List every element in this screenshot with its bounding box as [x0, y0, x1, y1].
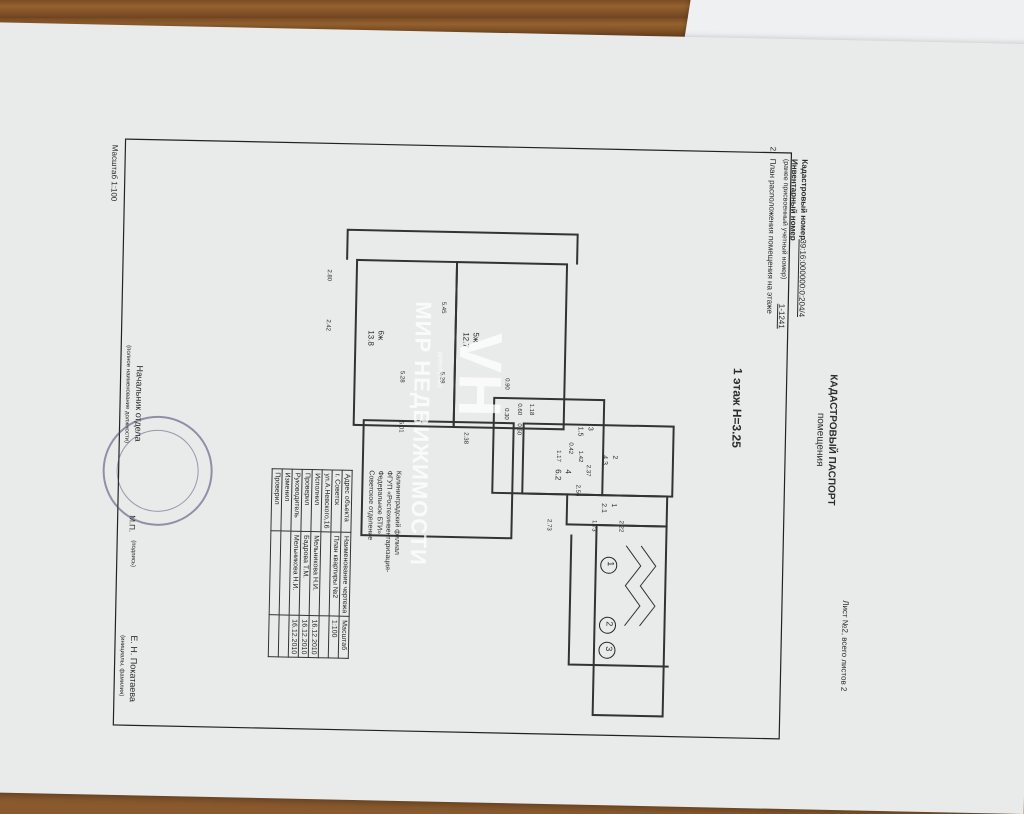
stair-hatch: [624, 545, 657, 627]
room-1-area: 2.1: [599, 503, 608, 513]
watermark-text: МИР НЕДВИЖИМОСТИ: [405, 301, 437, 567]
table-cell: Адрес объекта: [340, 470, 353, 533]
dim: 5.01: [397, 420, 404, 433]
table-cell: 1:100: [328, 616, 340, 659]
room-3-num: 3: [586, 426, 594, 431]
cadastral-label: Кадастровый номер: [798, 159, 810, 241]
room-1-num: 1: [609, 503, 618, 508]
table-cell: 16.12.2010: [288, 615, 300, 658]
dim: 1.18: [527, 403, 535, 416]
inventory-label: Инвентарный номер: [788, 158, 800, 241]
dim: 2.42: [324, 319, 331, 332]
table-cell: Изменил: [280, 468, 293, 532]
room-4-num: 4: [563, 469, 573, 474]
table-cell: [269, 530, 281, 616]
room-2-area: 4.3: [600, 455, 609, 465]
room-6-area: 13.8: [366, 330, 376, 346]
table-cell: Наименование чертежа: [339, 532, 351, 617]
inventory-number: 1-1241: [776, 303, 787, 329]
dim: 0.42: [567, 442, 574, 455]
frame-border: [112, 138, 793, 740]
circle-label-2: 2: [604, 621, 615, 627]
table-cell: 16.12.2010: [308, 615, 320, 659]
table-cell: План квартиры №2: [329, 532, 341, 617]
dim: 2.22: [617, 520, 624, 533]
table-cell: Руководитель: [290, 469, 303, 532]
room-4-outline: [360, 419, 515, 540]
table-cell: Масштаб: [338, 616, 350, 659]
room-2-outline: [521, 422, 675, 498]
section-number: 2.: [768, 146, 778, 154]
table-cell: г. Советск: [330, 469, 343, 533]
watermark-small: агентство: [435, 351, 446, 388]
name-note: (инициалы, фамилия): [117, 635, 126, 697]
floor-plan-drawing: [112, 138, 793, 740]
table-cell: [268, 615, 280, 658]
org-block: Калининградский филиал ФГУП «Ростехинвен…: [365, 470, 403, 572]
table-cell: Исполнил: [310, 469, 323, 532]
table-cell: Бадрова Т.М.: [299, 531, 311, 616]
floor-label: 1 этаж Н=3.25: [729, 367, 745, 448]
dim: 0.60: [515, 423, 522, 436]
rotated-document-content: 1 2 3 КАДАСТРОВЫЙ ПАСПОРТ помещения Лист…: [87, 115, 880, 751]
dim: 1.17: [554, 450, 562, 462]
document-sheet: 1 2 3 КАДАСТРОВЫЙ ПАСПОРТ помещения Лист…: [0, 22, 1024, 814]
scale-label: Масштаб 1:100: [109, 144, 120, 202]
table-cell: ул.А.Невского,16: [320, 469, 333, 533]
sheet-number: Лист №2, всего листов 2: [839, 600, 851, 692]
dim: 2.56: [574, 484, 581, 497]
dim: 2.73: [545, 518, 552, 531]
circle-room-1: [600, 556, 618, 574]
dim: 2.38: [462, 432, 469, 445]
table-cell: [279, 531, 291, 616]
cadastral-number: 39:16:000000:0:204/4: [797, 239, 808, 318]
table-cell: Мельникова Н.И.: [309, 531, 321, 617]
dim: 5.45: [439, 301, 447, 314]
signatory-name: Е. Н. Покатаева: [127, 635, 140, 703]
room-6-num: 6ж: [376, 330, 386, 341]
table-cell: [319, 531, 331, 617]
dim: 1.42: [576, 450, 584, 463]
watermark-logo: VH: [445, 331, 515, 419]
table-cell: 16.12.2010: [298, 615, 310, 658]
dim: 1.73: [590, 519, 597, 532]
circle-room-2: [599, 616, 617, 634]
room-4-area: 6.2: [553, 469, 563, 481]
table-cell: Мельникова Н.И.: [289, 531, 301, 616]
table-cell: Проверил: [270, 468, 283, 532]
circle-label-3: 3: [603, 646, 615, 652]
signature-note: (подпись): [129, 540, 137, 568]
dim: 2.80: [325, 269, 332, 282]
table-cell: [318, 616, 330, 659]
dim: 5.28: [398, 370, 405, 383]
dim: 0.60: [515, 403, 523, 416]
room-3-area: 1.5: [576, 426, 584, 437]
table-cell: [278, 615, 290, 658]
room-3-outline: [491, 396, 606, 497]
room-2-num: 2: [610, 455, 619, 460]
dim: 2.37: [584, 464, 591, 477]
circle-label-1: 1: [605, 561, 616, 567]
circle-room-3: [598, 641, 616, 659]
room-6-outline: [352, 258, 459, 429]
table-cell: Проверил: [300, 469, 313, 532]
